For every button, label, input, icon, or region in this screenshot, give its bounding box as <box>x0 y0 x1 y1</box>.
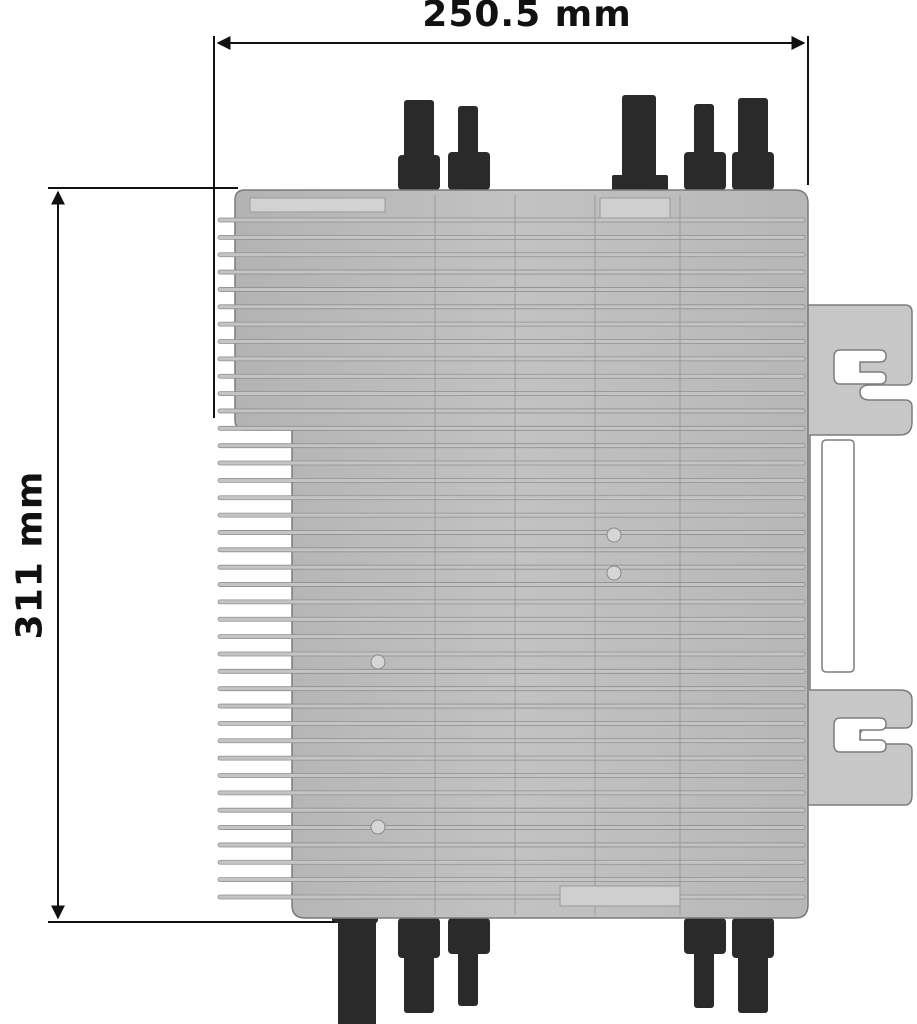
heatsink-fin <box>217 616 806 622</box>
heatsink-fin <box>217 790 806 796</box>
heatsink-fin <box>217 495 806 501</box>
heatsink-fin <box>217 599 806 605</box>
heatsink-fin <box>217 634 806 640</box>
width-dimension-label: 250.5 mm <box>422 0 632 35</box>
heatsink-housing <box>217 189 809 919</box>
heatsink-fin <box>217 391 806 396</box>
heatsink-fin <box>217 477 806 483</box>
bracket-slot-icon <box>833 349 887 753</box>
housing-details <box>249 195 681 915</box>
heatsink-fin <box>217 825 806 830</box>
bracket-window <box>821 439 855 673</box>
heatsink-fin <box>217 339 806 344</box>
heatsink-fin <box>217 877 806 883</box>
heatsink-fin <box>217 252 806 258</box>
connector-bottom-3 <box>684 918 726 1008</box>
heatsink-fin <box>217 807 806 813</box>
heatsink-fin <box>217 304 806 310</box>
heatsink-fin <box>217 356 806 362</box>
connector-top-1 <box>398 100 440 190</box>
bottom-connectors <box>332 885 774 1024</box>
top-connectors <box>398 95 774 193</box>
heatsink-fin <box>217 460 806 466</box>
housing-bosses <box>370 527 622 835</box>
connector-top-4 <box>684 104 726 190</box>
heatsink-fin <box>217 321 806 327</box>
connector-bottom-4 <box>732 918 774 1013</box>
heatsink-fin <box>217 269 806 275</box>
heatsink-fin <box>217 408 806 414</box>
connector-top-5 <box>732 98 774 190</box>
heatsink-fin <box>217 721 806 726</box>
dimension-lines <box>48 36 809 923</box>
heatsink-fins <box>217 217 806 900</box>
heatsink-fin <box>217 755 806 761</box>
heatsink-fin <box>217 703 806 709</box>
connector-bottom-1 <box>398 918 440 1013</box>
heatsink-fin <box>217 564 806 570</box>
connector-top-3 <box>612 95 668 193</box>
connector-bottom-2 <box>448 918 490 1006</box>
heatsink-fin <box>217 287 806 292</box>
heatsink-fin <box>217 773 806 778</box>
heatsink-fin <box>217 582 806 587</box>
heatsink-fin <box>217 530 806 535</box>
heatsink-fin <box>217 234 806 240</box>
heatsink-fin <box>217 512 806 518</box>
heatsink-fin <box>217 217 806 223</box>
mounting-bracket <box>794 304 913 806</box>
heatsink-fin <box>217 842 806 848</box>
heatsink-fin <box>217 373 806 379</box>
heatsink-fin <box>217 443 806 449</box>
heatsink-fin <box>217 894 806 900</box>
height-dimension-label: 311 mm <box>9 470 51 640</box>
heatsink-fin <box>217 859 806 865</box>
heatsink-fin <box>217 547 806 553</box>
heatsink-fin <box>217 686 806 692</box>
heatsink-fin <box>217 668 806 674</box>
heatsink-fin <box>217 738 806 744</box>
heatsink-fin <box>217 425 806 431</box>
connector-top-2 <box>448 106 490 190</box>
heatsink-fin <box>217 651 806 657</box>
